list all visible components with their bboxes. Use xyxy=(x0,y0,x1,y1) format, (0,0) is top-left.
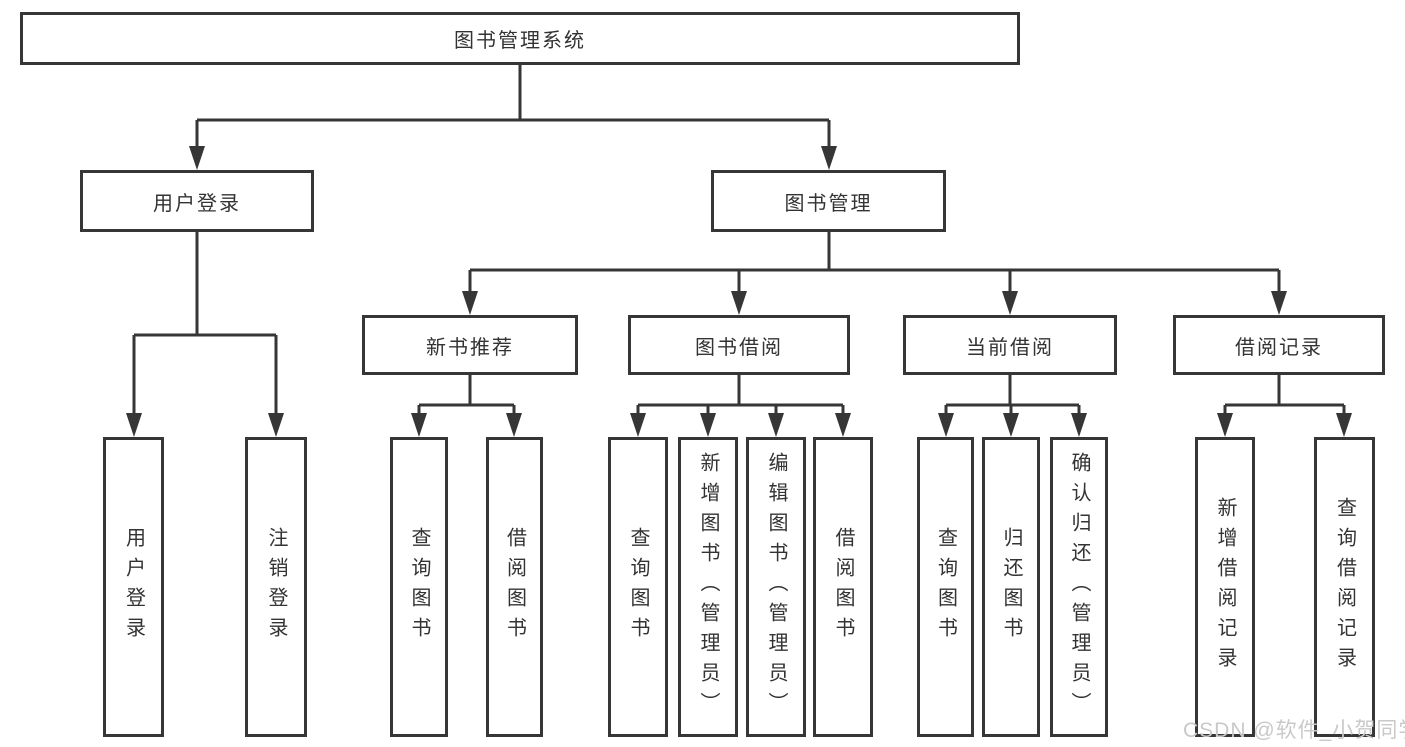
leaf-query-books-borrow-label: 查询图书 xyxy=(627,527,649,647)
leaf-query-books-current: 查询图书 xyxy=(917,437,974,737)
leaf-query-books-recommend: 查询图书 xyxy=(390,437,448,737)
leaf-query-books-recommend-label: 查询图书 xyxy=(408,527,430,647)
leaf-add-borrow-record-label: 新增借阅记录 xyxy=(1214,497,1236,677)
leaf-edit-books-admin-label: 编辑图书（管理员） xyxy=(765,452,787,722)
leaf-logout-login: 注销登录 xyxy=(245,437,307,737)
leaf-query-borrow-record-label: 查询借阅记录 xyxy=(1333,497,1356,677)
node-user-login: 用户登录 xyxy=(80,170,314,232)
leaf-query-books-borrow: 查询图书 xyxy=(608,437,668,737)
node-book-borrow: 图书借阅 xyxy=(628,315,850,375)
leaf-confirm-return-admin: 确认归还（管理员） xyxy=(1050,437,1108,737)
node-new-book-recommend: 新书推荐 xyxy=(362,315,578,375)
leaf-confirm-return-admin-label: 确认归还（管理员） xyxy=(1068,452,1090,722)
leaf-query-books-current-label: 查询图书 xyxy=(934,527,957,647)
leaf-return-books-label: 归还图书 xyxy=(1000,527,1022,647)
node-book-management: 图书管理 xyxy=(711,170,946,232)
node-root: 图书管理系统 xyxy=(20,12,1020,65)
leaf-user-login-label: 用户登录 xyxy=(122,527,145,647)
leaf-add-borrow-record: 新增借阅记录 xyxy=(1195,437,1255,737)
leaf-return-books: 归还图书 xyxy=(982,437,1040,737)
leaf-edit-books-admin: 编辑图书（管理员） xyxy=(746,437,806,737)
leaf-borrow-books: 借阅图书 xyxy=(813,437,873,737)
leaf-user-login: 用户登录 xyxy=(103,437,164,737)
leaf-add-books-admin-label: 新增图书（管理员） xyxy=(697,452,719,722)
leaf-borrow-books-label: 借阅图书 xyxy=(832,527,854,647)
leaf-add-books-admin: 新增图书（管理员） xyxy=(678,437,738,737)
leaf-query-borrow-record: 查询借阅记录 xyxy=(1314,437,1375,737)
node-borrow-records: 借阅记录 xyxy=(1173,315,1385,375)
csdn-watermark: CSDN @软件_小贺同学 xyxy=(1183,719,1405,742)
leaf-borrow-books-recommend: 借阅图书 xyxy=(486,437,543,737)
leaf-borrow-books-recommend-label: 借阅图书 xyxy=(503,527,526,647)
node-current-borrow: 当前借阅 xyxy=(903,315,1117,375)
leaf-logout-login-label: 注销登录 xyxy=(265,527,287,647)
